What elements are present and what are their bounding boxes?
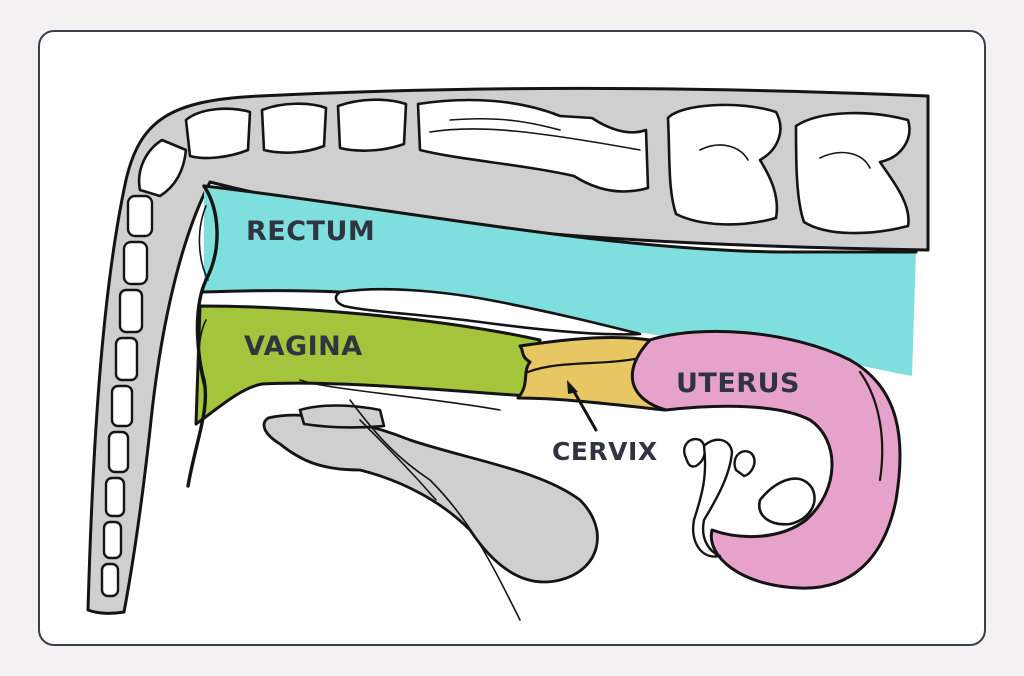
- uterus-label: UTERUS: [676, 368, 800, 399]
- uterus: [630, 329, 902, 590]
- vagina: [194, 304, 542, 426]
- vertebrae: [137, 98, 911, 235]
- urethra: [298, 404, 386, 429]
- vertebra-details: [429, 117, 871, 169]
- bladder: [262, 413, 599, 584]
- vagina-label: VAGINA: [244, 331, 363, 362]
- rectum-label: RECTUM: [246, 216, 375, 247]
- vaginal-fold: [334, 287, 642, 336]
- cervix: [516, 336, 666, 412]
- tail-vertebrae: [100, 194, 154, 598]
- vulva-outline: [186, 184, 219, 488]
- uterine-folds: [683, 437, 756, 558]
- cervix-arrow: [567, 380, 598, 432]
- cervix-label: CERVIX: [552, 437, 658, 466]
- rectum: [204, 186, 916, 376]
